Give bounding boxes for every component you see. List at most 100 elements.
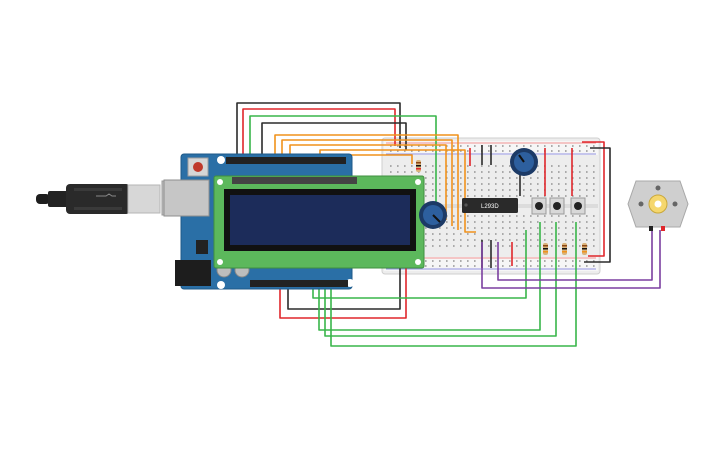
breadboard-hole — [593, 195, 595, 197]
breadboard-hole — [523, 221, 525, 223]
breadboard-hole — [432, 233, 434, 235]
breadboard-hole — [418, 145, 420, 147]
breadboard-hole — [453, 145, 455, 147]
breadboard-hole — [460, 145, 462, 147]
breadboard-hole — [481, 171, 483, 173]
breadboard-hole — [551, 165, 553, 167]
breadboard-hole — [502, 265, 504, 267]
breadboard-hole — [551, 150, 553, 152]
breadboard-hole — [579, 221, 581, 223]
breadboard-hole — [460, 177, 462, 179]
wire-green-a2 — [324, 222, 557, 337]
breadboard-hole — [586, 177, 588, 179]
breadboard-hole — [593, 165, 595, 167]
breadboard-hole — [579, 227, 581, 229]
breadboard-hole — [537, 183, 539, 185]
potentiometer-speed[interactable] — [510, 148, 538, 176]
breadboard-hole — [593, 215, 595, 217]
breadboard-hole — [537, 165, 539, 167]
breadboard-hole — [558, 233, 560, 235]
push-button[interactable] — [531, 197, 547, 215]
breadboard-hole — [460, 239, 462, 241]
breadboard-hole — [453, 239, 455, 241]
wire-black-bottom — [287, 266, 401, 310]
breadboard-hole — [439, 177, 441, 179]
breadboard-hole — [537, 171, 539, 173]
breadboard-hole — [565, 195, 567, 197]
breadboard-hole — [460, 245, 462, 247]
wire-purple-motor-1 — [481, 230, 661, 289]
breadboard-hole — [579, 189, 581, 191]
breadboard-hole — [530, 145, 532, 147]
breadboard-hole — [418, 150, 420, 152]
breadboard-hole — [467, 245, 469, 247]
breadboard-hole — [586, 195, 588, 197]
breadboard-hole — [495, 245, 497, 247]
breadboard-hole — [593, 260, 595, 262]
breadboard-hole — [551, 265, 553, 267]
breadboard-hole — [439, 260, 441, 262]
breadboard-hole — [460, 215, 462, 217]
breadboard-hole — [586, 221, 588, 223]
potentiometer-lcd-contrast[interactable] — [419, 201, 447, 229]
push-button[interactable] — [549, 197, 565, 215]
breadboard-hole — [432, 260, 434, 262]
breadboard-hole — [558, 177, 560, 179]
breadboard-hole — [516, 233, 518, 235]
breadboard-hole — [558, 150, 560, 152]
wire-red-top-1 — [242, 108, 396, 160]
dc-motor-icon[interactable] — [627, 180, 689, 231]
breadboard-hole — [509, 239, 511, 241]
breadboard-hole — [537, 245, 539, 247]
breadboard-hole — [488, 195, 490, 197]
breadboard-hole — [439, 265, 441, 267]
breadboard-hole — [572, 265, 574, 267]
breadboard-hole — [467, 260, 469, 262]
breadboard-hole — [404, 165, 406, 167]
breadboard-hole — [425, 245, 427, 247]
breadboard-hole — [467, 215, 469, 217]
breadboard-hole — [558, 189, 560, 191]
breadboard-hole — [572, 245, 574, 247]
breadboard-hole — [453, 165, 455, 167]
breadboard-hole — [544, 233, 546, 235]
breadboard-hole — [523, 195, 525, 197]
breadboard-hole — [467, 189, 469, 191]
breadboard-hole — [467, 183, 469, 185]
breadboard-hole — [544, 239, 546, 241]
push-button[interactable] — [570, 197, 586, 215]
breadboard-hole — [565, 215, 567, 217]
breadboard-hole — [509, 145, 511, 147]
breadboard-hole — [509, 215, 511, 217]
breadboard-hole — [467, 233, 469, 235]
breadboard-hole — [572, 227, 574, 229]
breadboard-hole — [516, 260, 518, 262]
breadboard-hole — [544, 145, 546, 147]
breadboard-hole — [467, 165, 469, 167]
wire-black-top-1 — [236, 102, 401, 160]
breadboard-hole — [453, 227, 455, 229]
breadboard-hole — [516, 215, 518, 217]
breadboard-hole — [565, 189, 567, 191]
breadboard-hole — [397, 165, 399, 167]
breadboard-hole — [586, 265, 588, 267]
breadboard-hole — [530, 177, 532, 179]
wires — [236, 102, 661, 347]
breadboard-hole — [586, 239, 588, 241]
breadboard-hole — [404, 171, 406, 173]
breadboard-hole — [411, 150, 413, 152]
breadboard-hole — [495, 265, 497, 267]
breadboard-hole — [474, 221, 476, 223]
motor-driver-ic[interactable]: L293D — [462, 198, 518, 213]
breadboard-hole — [453, 195, 455, 197]
breadboard-hole — [432, 145, 434, 147]
breadboard-hole — [474, 260, 476, 262]
breadboard-hole — [432, 177, 434, 179]
breadboard-hole — [495, 221, 497, 223]
lcd-16x2-display[interactable] — [213, 175, 425, 269]
breadboard-hole — [453, 221, 455, 223]
breadboard-hole — [467, 195, 469, 197]
breadboard-hole — [593, 245, 595, 247]
breadboard-hole — [509, 195, 511, 197]
breadboard-hole — [432, 183, 434, 185]
